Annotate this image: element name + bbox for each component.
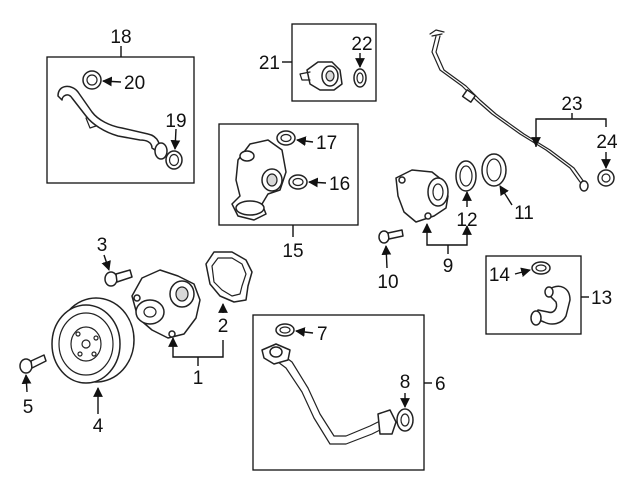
callout-24: 24	[596, 132, 618, 153]
pump-gasket-2	[205, 251, 253, 303]
callout-4: 4	[93, 416, 104, 437]
leader-lines	[21, 46, 611, 414]
group-box-13	[485, 255, 582, 335]
pulley-4	[51, 297, 135, 384]
callout-20: 20	[124, 73, 145, 94]
callout-7: 7	[317, 324, 328, 345]
callout-14: 14	[489, 265, 511, 286]
hose-13	[530, 285, 571, 326]
group-box-6	[252, 314, 425, 471]
callout-13: 13	[591, 288, 612, 309]
coolant-tube-6	[261, 343, 397, 445]
callout-11: 11	[514, 203, 534, 224]
bolt-3	[104, 269, 133, 287]
water-pump-1	[131, 269, 201, 339]
group-box-15	[218, 123, 359, 226]
o-ring-8	[396, 408, 414, 432]
callout-6: 6	[435, 374, 446, 395]
callout-17: 17	[316, 133, 337, 154]
o-ring-16	[288, 174, 308, 190]
callout-22: 22	[351, 34, 372, 55]
seal-11	[481, 153, 507, 187]
callout-23: 23	[561, 94, 582, 115]
callout-9: 9	[443, 256, 454, 277]
o-ring-17	[276, 130, 296, 146]
callout-2: 2	[218, 316, 229, 337]
outlet-fitting-21	[299, 61, 343, 91]
o-ring-22	[353, 68, 367, 88]
thermostat-housing-15	[231, 139, 287, 221]
callout-18: 18	[110, 27, 131, 48]
callout-15: 15	[282, 241, 303, 262]
callout-labels: 18 20 19 21 22 17 16 15 23 24 12 11 9 10…	[23, 27, 618, 437]
callout-21: 21	[259, 53, 280, 74]
water-outlet-9	[395, 169, 449, 223]
gasket-12	[455, 160, 477, 192]
coolant-tube-23	[429, 29, 589, 192]
callout-1: 1	[193, 368, 204, 389]
callout-5: 5	[23, 397, 34, 418]
o-ring-14	[531, 261, 551, 275]
bolt-10	[378, 229, 404, 244]
coolant-hose-18	[57, 85, 168, 160]
o-ring-20	[82, 70, 102, 90]
callout-3: 3	[97, 235, 108, 256]
bolt-5	[19, 354, 47, 374]
o-ring-24	[597, 169, 615, 187]
callout-10: 10	[377, 272, 398, 293]
callout-8: 8	[400, 372, 411, 393]
callout-16: 16	[329, 174, 350, 195]
o-ring-19	[165, 150, 183, 170]
callout-19: 19	[165, 111, 186, 132]
o-ring-7	[275, 323, 295, 337]
callout-12: 12	[456, 210, 477, 231]
